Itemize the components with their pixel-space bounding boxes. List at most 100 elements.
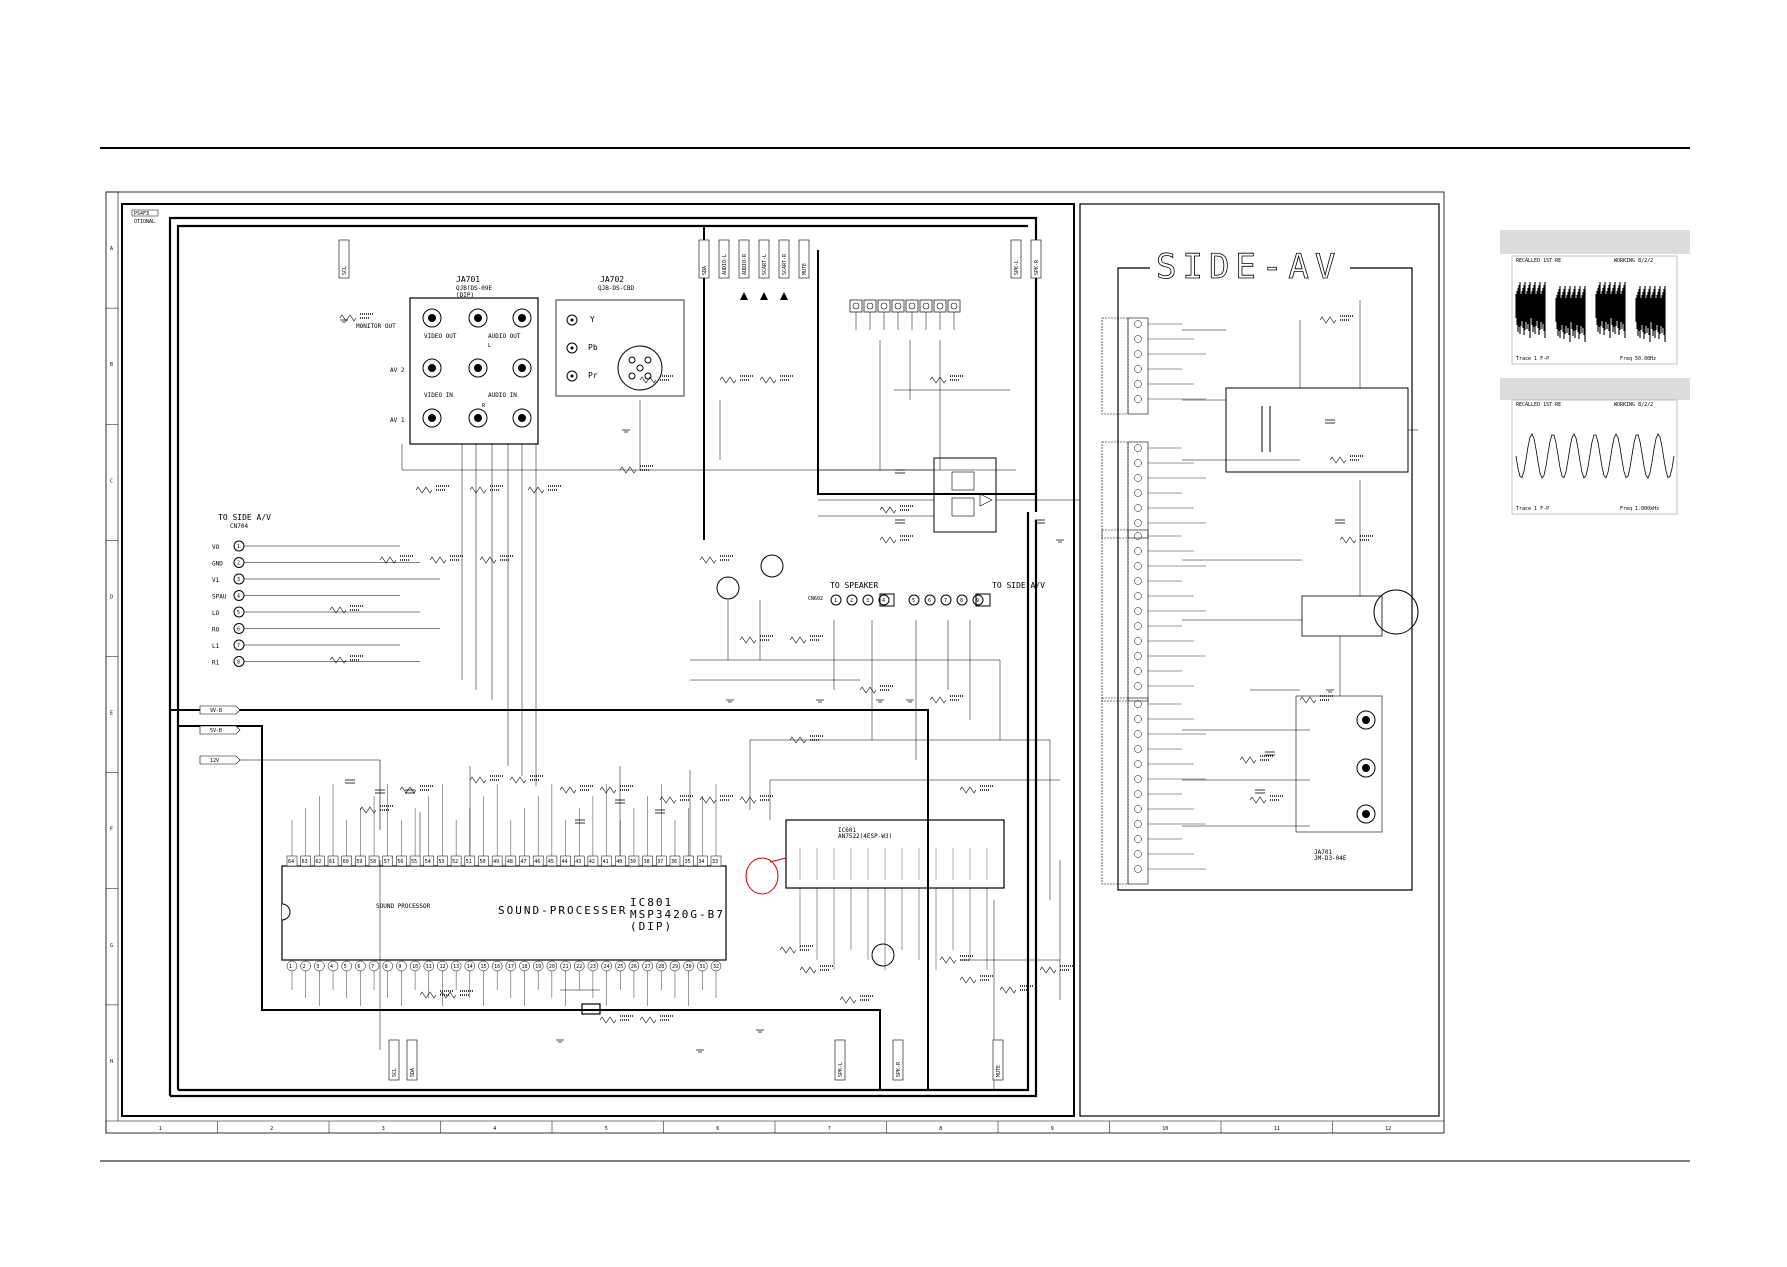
resistor bbox=[789, 735, 824, 744]
ic801-pin: 29 bbox=[672, 964, 678, 970]
cn704-pin-label: LO bbox=[212, 610, 220, 617]
transistors bbox=[716, 554, 895, 967]
resistor bbox=[379, 555, 414, 564]
ic801-pin: 2 bbox=[303, 964, 306, 970]
ground-symbol bbox=[1326, 689, 1334, 693]
grid-column-label: 10 bbox=[1162, 1126, 1168, 1132]
ic801-pin: 60 bbox=[343, 859, 349, 865]
ic801-pin: 4 bbox=[330, 964, 333, 970]
ic801-pin: 36 bbox=[671, 859, 677, 865]
ic801-pin: 45 bbox=[548, 859, 554, 865]
amp-ic-part: AN7522(4ESP-W3) bbox=[838, 833, 892, 840]
label-video-out: VIDEO OUT bbox=[424, 333, 457, 340]
resistor bbox=[1299, 695, 1334, 704]
sound-processor-title: SOUND-PROCESSER bbox=[498, 904, 627, 917]
ic801-pin: 7 bbox=[371, 964, 374, 970]
wiring bbox=[261, 300, 1418, 1090]
resistor bbox=[329, 605, 364, 614]
resistor bbox=[1039, 965, 1074, 974]
resistor bbox=[959, 975, 994, 984]
ic801-pin: 61 bbox=[329, 859, 335, 865]
svg-text:SCL: SCL bbox=[342, 266, 348, 275]
grid-column-label: 8 bbox=[939, 1126, 942, 1132]
ground-symbol bbox=[622, 429, 630, 433]
svg-text:L: L bbox=[488, 343, 491, 349]
svg-text:SCL: SCL bbox=[392, 1068, 398, 1077]
ic801-pin: 54 bbox=[425, 859, 431, 865]
svg-text:5V-B: 5V-B bbox=[210, 728, 222, 734]
svg-text:4: 4 bbox=[237, 594, 240, 600]
ic801-pin: 9 bbox=[398, 964, 401, 970]
capacitor bbox=[1325, 419, 1335, 424]
grid-row-label: D bbox=[110, 594, 113, 600]
svg-text:SCART-L: SCART-L bbox=[762, 254, 768, 275]
main-board-frame bbox=[121, 203, 1075, 1117]
svg-text:12V: 12V bbox=[210, 758, 219, 764]
resistor bbox=[469, 485, 504, 494]
grid-row-label: A bbox=[110, 246, 113, 252]
svg-text:3: 3 bbox=[237, 577, 240, 583]
grid-column-label: 7 bbox=[828, 1126, 831, 1132]
grid-row-label: F bbox=[110, 827, 113, 833]
ic801-pin: 18 bbox=[522, 964, 528, 970]
scope-2-footer: Trace 1 F-P bbox=[1516, 506, 1549, 512]
net-tag: SDA bbox=[406, 1039, 418, 1081]
capacitor bbox=[1255, 789, 1265, 794]
svg-text:7: 7 bbox=[237, 643, 240, 649]
ic801-pin: 46 bbox=[534, 859, 540, 865]
svg-text:SPK-L: SPK-L bbox=[1014, 260, 1020, 275]
resistor bbox=[879, 505, 914, 514]
resistor bbox=[759, 375, 794, 384]
label-pr: Pr bbox=[588, 371, 598, 380]
ic801-pin: 34 bbox=[698, 859, 704, 865]
label-video-in: VIDEO IN bbox=[424, 392, 453, 399]
to-side-av-title: TO SIDE A/V bbox=[992, 581, 1045, 590]
ic801-pin: 37 bbox=[657, 859, 663, 865]
top-connector-row bbox=[849, 299, 961, 330]
speaker-pin: 4 bbox=[882, 598, 885, 604]
jack-panel-part: QJB(DS-09E bbox=[456, 285, 493, 292]
net-tag: AUDIO-R bbox=[738, 239, 750, 279]
ic801-pin: 27 bbox=[645, 964, 651, 970]
resistor bbox=[1239, 755, 1274, 764]
grid-column-label: 6 bbox=[716, 1126, 719, 1132]
jack-panel-ref: JA701 bbox=[456, 275, 480, 284]
svg-text:(DIP): (DIP) bbox=[456, 292, 474, 299]
bus-line-outer bbox=[168, 216, 1038, 1096]
ic801-pin: 40 bbox=[616, 859, 622, 865]
to-side-av-pin: 5 bbox=[912, 598, 915, 604]
to-side-av-pin: 9 bbox=[976, 598, 979, 604]
net-tag: SCL bbox=[338, 239, 350, 279]
side-av-panel: SIDE-AV JA701 JM-D3-04E bbox=[1101, 247, 1419, 891]
amp-ic601: IC601 AN7522(4ESP-W3) bbox=[785, 819, 1005, 970]
ic801-pin: 48 bbox=[507, 859, 513, 865]
ic801-pin: 39 bbox=[630, 859, 636, 865]
resistor bbox=[699, 795, 734, 804]
svg-text:CN704: CN704 bbox=[230, 523, 248, 530]
ic801-pin: 14 bbox=[467, 964, 473, 970]
grid-column-label: 11 bbox=[1274, 1126, 1280, 1132]
label-y: Y bbox=[590, 315, 595, 324]
capacitor bbox=[345, 779, 355, 784]
resistor bbox=[639, 375, 674, 384]
ground-symbol bbox=[556, 1039, 564, 1043]
speaker-pin: 2 bbox=[850, 598, 853, 604]
ic801-pin: 10 bbox=[412, 964, 418, 970]
label-pb: Pb bbox=[588, 343, 598, 352]
sound-processor-subtitle: SOUND PROCESSOR bbox=[376, 903, 431, 910]
svg-text:5: 5 bbox=[237, 610, 240, 616]
resistor bbox=[619, 465, 654, 474]
ic801-pin: 56 bbox=[397, 859, 403, 865]
ic801-pin: 25 bbox=[617, 964, 623, 970]
resistor bbox=[419, 990, 454, 999]
cn704-pin-label: R1 bbox=[212, 660, 220, 667]
scope-2-trace bbox=[1515, 433, 1675, 479]
label-audio-in: AUDIO IN bbox=[488, 392, 517, 399]
ic801-pin: 28 bbox=[658, 964, 664, 970]
resistor bbox=[839, 995, 874, 1004]
